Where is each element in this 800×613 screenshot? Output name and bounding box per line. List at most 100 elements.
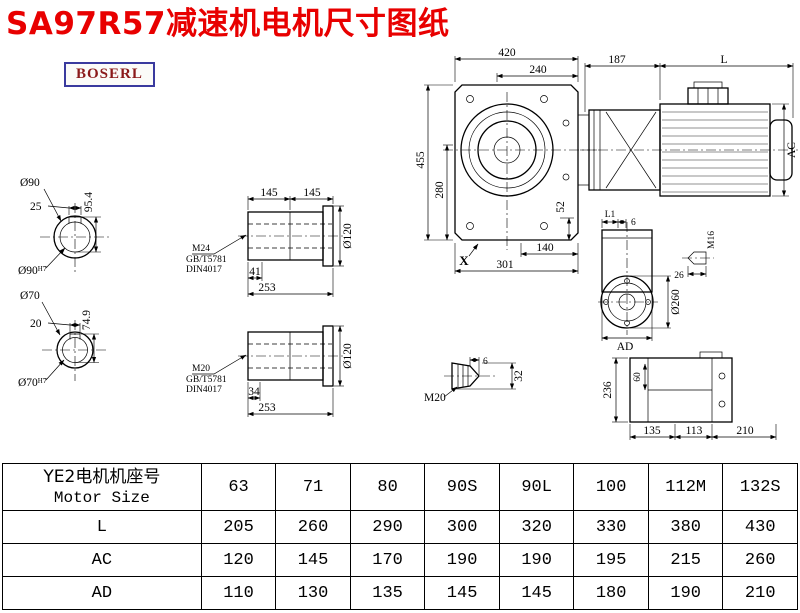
row-label-AC: AC [2, 543, 202, 577]
dim-front-bottom-a: 140 [536, 242, 554, 254]
motor-fan-cover [769, 119, 793, 181]
dim-m24-seg-a: 145 [260, 187, 278, 199]
cell-AD-1: 130 [275, 576, 351, 610]
brand-logo: BOSERL [64, 62, 155, 87]
dim-rear-w1: 135 [643, 425, 661, 437]
m16-stud [687, 251, 707, 265]
dim-m24-thread-depth: 41 [249, 266, 261, 278]
size-col-63: 63 [200, 463, 277, 511]
size-col-90l: 90L [498, 463, 575, 511]
dim-stud-tip: 6 [483, 357, 488, 367]
shaft-70-keyway [69, 333, 81, 340]
cell-L-4: 320 [498, 510, 575, 544]
side-body [601, 229, 653, 293]
size-col-100: 100 [573, 463, 649, 511]
dim-side-ad: AD [617, 341, 634, 353]
size-col-71: 71 [275, 463, 351, 511]
motor-size-label-cn: YE2电机机座号 [43, 467, 161, 487]
dim-motor-dia: AC [786, 142, 798, 158]
dim-70-total-height: 74.9 [81, 310, 93, 330]
dim-m24-std-din: DIN4017 [186, 265, 222, 275]
dim-m24-dia: Ø120 [342, 223, 354, 249]
gearbox-side-view: L1 6 M16 26 Ø260 AD [598, 210, 717, 353]
hollow-shaft-m24-view: 145 145 Ø120 M24 GB/T5781 DIN4017 41 253 [186, 187, 354, 297]
rear-body [629, 357, 733, 423]
dim-rear-w2: 113 [686, 425, 703, 437]
x-marker: X [459, 253, 469, 268]
hollow-shaft-m20-flange [322, 325, 334, 387]
table-row-AD: AD 110 130 135 145 145 180 190 210 [2, 576, 798, 610]
dim-rear-w3: 210 [736, 425, 754, 437]
shaft-70-bore-circle [62, 337, 88, 363]
dim-90-key-width: 25 [30, 201, 42, 213]
dim-m20-std-gb: GB/T5781 [186, 375, 227, 385]
cell-AC-2: 170 [349, 543, 426, 577]
cell-L-6: 380 [647, 510, 724, 544]
motor-dimension-table: YE2电机机座号 Motor Size 63 71 80 90S 90L 100… [2, 463, 798, 610]
cell-L-0: 205 [200, 510, 277, 544]
dim-90-total-height: 95.4 [83, 192, 95, 212]
m20-stud-cone [451, 362, 480, 390]
dim-70-key-width: 20 [30, 318, 42, 330]
dim-m24-total-len: 253 [258, 282, 276, 294]
cell-AD-7: 210 [722, 576, 798, 610]
page-title: SA97R57减速机电机尺寸图纸 [6, 6, 450, 42]
row-label-AD: AD [2, 576, 202, 610]
dim-70-dia: Ø70 [20, 290, 40, 302]
cell-AD-3: 145 [424, 576, 500, 610]
dim-90-bore: Ø90ᴴ⁷ [18, 265, 47, 277]
row-label-L: L [2, 510, 202, 544]
dim-front-height-inner: 280 [434, 181, 446, 199]
shaft-end-view-90: 95.4 25 Ø90 Ø90ᴴ⁷ [18, 177, 112, 277]
cell-AC-4: 190 [498, 543, 575, 577]
dim-m24-std-gb: GB/T5781 [186, 255, 227, 265]
dim-m20-thread-depth: 34 [248, 386, 260, 398]
cell-AC-7: 260 [722, 543, 798, 577]
dim-side-l1: L1 [605, 210, 616, 220]
dim-90-dia: Ø90 [20, 177, 40, 189]
cell-AD-5: 180 [573, 576, 649, 610]
size-col-90s: 90S [424, 463, 500, 511]
gearbox-rear-view: 236 60 135 113 210 [602, 351, 777, 440]
dim-rear-offset: 60 [633, 372, 643, 382]
hollow-shaft-m20-view: Ø120 M20 GB/T5781 DIN4017 34 253 [186, 325, 354, 417]
dim-70-bore: Ø70ᴴ⁷ [18, 377, 47, 389]
table-row-L: L 205 260 290 300 320 330 380 430 [2, 510, 798, 544]
cell-AC-3: 190 [424, 543, 500, 577]
cell-AD-2: 135 [349, 576, 426, 610]
dim-motor-len: L [720, 54, 727, 66]
motor-side-view: 187 L AC [580, 54, 798, 197]
dim-m20-total-len: 253 [258, 402, 276, 414]
cell-AC-5: 195 [573, 543, 649, 577]
dim-adapter-len: 187 [608, 54, 626, 66]
cell-L-1: 260 [275, 510, 351, 544]
cell-AC-1: 145 [275, 543, 351, 577]
gear-housing-boss [460, 103, 554, 197]
motor-size-label-en: Motor Size [53, 489, 150, 507]
stud-detail-view: 6 32 M20 [424, 357, 525, 404]
hollow-shaft-m24-flange [322, 205, 334, 267]
dim-m20-thread: M20 [192, 364, 210, 374]
size-col-132s: 132S [722, 463, 798, 511]
cell-L-2: 290 [349, 510, 426, 544]
dim-m24-seg-b: 145 [303, 187, 321, 199]
dim-front-height: 455 [415, 151, 427, 169]
output-bore [477, 120, 537, 180]
motor-size-header-cell: YE2电机机座号 Motor Size [2, 463, 202, 511]
dim-side-flange-dia: Ø260 [670, 289, 682, 315]
dim-rear-height: 236 [602, 381, 614, 399]
dim-m24-thread: M24 [192, 244, 210, 254]
dim-front-foot: 52 [555, 201, 567, 213]
gearbox-front-view: 420 240 455 280 52 140 301 X [415, 47, 600, 274]
dim-m20-dia: Ø120 [342, 343, 354, 369]
table-header-row: YE2电机机座号 Motor Size 63 71 80 90S 90L 100… [2, 463, 798, 511]
cell-AC-6: 215 [647, 543, 724, 577]
dim-side-gap: 6 [631, 218, 636, 228]
cell-AD-6: 190 [647, 576, 724, 610]
output-flange [600, 275, 654, 329]
dim-side-thread: M16 [707, 231, 717, 249]
table-row-AC: AC 120 145 170 190 190 195 215 260 [2, 543, 798, 577]
cell-AC-0: 120 [200, 543, 277, 577]
dim-front-bottom-b: 301 [496, 259, 514, 271]
